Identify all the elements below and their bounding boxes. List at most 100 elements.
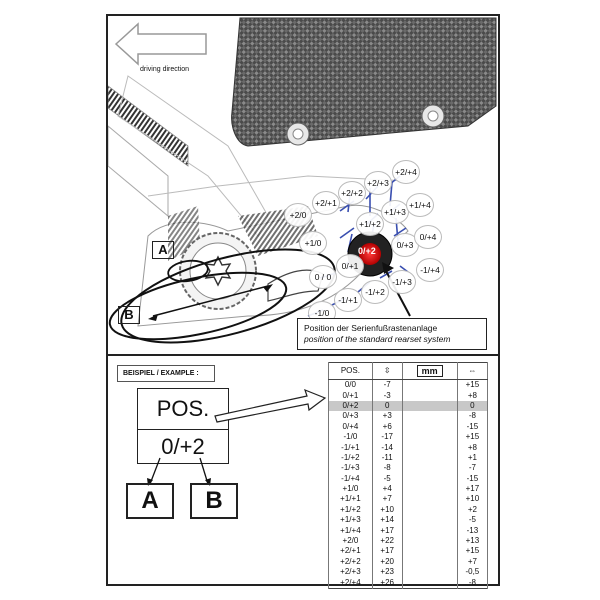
cell-position: 0/0 — [328, 379, 373, 391]
table-row: +1/+1+7+10 — [328, 494, 489, 505]
label-a: A — [152, 241, 174, 259]
cell-position: 0/+4 — [328, 421, 373, 432]
cell-vertical: +22 — [371, 535, 403, 547]
cell-vertical: 0 — [371, 400, 403, 412]
cell-horizontal: -15 — [456, 473, 489, 484]
table-row: 0/+4+6-15 — [328, 421, 489, 432]
cell-spacer — [402, 463, 458, 474]
center-position-label: 0/+2 — [358, 246, 376, 256]
cell-horizontal: 0 — [456, 400, 489, 412]
cell-spacer — [402, 567, 458, 578]
table-row: 0/+1-3+8 — [328, 390, 489, 401]
caption-box: Position der Serienfußrastenanlage posit… — [297, 318, 487, 350]
cell-vertical: -5 — [371, 473, 403, 484]
cell-spacer — [402, 421, 458, 432]
cell-position: +1/+1 — [328, 494, 373, 505]
table-row: 0/0-7+15 — [328, 379, 489, 391]
cell-horizontal: -0,5 — [456, 567, 489, 578]
cell-vertical: +7 — [371, 494, 403, 505]
example-pos-label: POS. — [138, 389, 228, 430]
table-row: +2/+3+23-0,5 — [328, 567, 489, 578]
cell-spacer — [402, 442, 458, 453]
table-row: +1/+4+17 -13 — [328, 525, 489, 536]
table-row: -1/+4-5 -15 — [328, 473, 489, 484]
table-row: +1/0+4+17 — [328, 483, 489, 495]
cell-spacer — [402, 390, 458, 401]
cell-vertical: +3 — [371, 411, 403, 422]
table-row: +2/0+22 +13 — [328, 535, 489, 547]
cell-horizontal: -13 — [456, 525, 489, 536]
cell-horizontal: -7 — [456, 463, 489, 474]
cell-vertical: +10 — [371, 504, 403, 516]
cell-position: -1/0 — [328, 431, 373, 443]
cell-horizontal: +7 — [456, 556, 489, 568]
cell-position: -1/+4 — [328, 473, 373, 484]
cell-position: -1/+3 — [328, 463, 373, 474]
cell-horizontal: +2 — [456, 504, 489, 516]
cell-position: +1/+4 — [328, 525, 373, 536]
caption-english: position of the standard rearset system — [304, 334, 451, 344]
position-circle: 0/+4 — [414, 225, 442, 249]
cell-position: +2/+4 — [328, 577, 373, 589]
cell-spacer — [402, 504, 458, 516]
cell-horizontal: +8 — [456, 390, 489, 401]
cell-vertical: +20 — [371, 556, 403, 568]
cell-position: +2/0 — [328, 535, 373, 547]
cell-horizontal: +8 — [456, 442, 489, 453]
table-row: +2/+1+17+15 — [328, 546, 489, 557]
cell-spacer — [402, 411, 458, 422]
cell-spacer — [402, 473, 458, 484]
position-circle: -1/+3 — [388, 270, 416, 294]
cell-horizontal: +13 — [456, 535, 489, 547]
table-row: +2/+4+26 -8 — [328, 577, 489, 589]
direction-label: driving direction — [140, 66, 190, 73]
cell-spacer — [402, 525, 458, 536]
position-circle: +1/+4 — [406, 193, 434, 217]
position-circle: +1/+3 — [381, 200, 409, 224]
position-circle: -1/+2 — [361, 280, 389, 304]
direction-arrow-icon — [114, 22, 207, 66]
cell-horizontal: -15 — [456, 421, 489, 432]
cell-position: -1/+2 — [328, 452, 373, 464]
cell-position: -1/+1 — [328, 442, 373, 453]
table-row: -1/+2-11+1 — [328, 452, 489, 464]
example-letter-a: A — [126, 483, 174, 519]
cell-spacer — [402, 452, 458, 464]
cell-position: +1/+2 — [328, 504, 373, 516]
cell-horizontal: +15 — [456, 379, 489, 391]
cell-spacer — [402, 494, 458, 505]
cell-spacer — [402, 400, 458, 412]
table-row: +1/+2+10 +2 — [328, 504, 489, 516]
position-circle: +2/+3 — [364, 171, 392, 195]
cell-position: +2/+2 — [328, 556, 373, 568]
cell-vertical: -8 — [371, 463, 403, 474]
cell-horizontal: +15 — [456, 431, 489, 443]
cell-vertical: +17 — [371, 525, 403, 536]
cell-vertical: +4 — [371, 483, 403, 495]
table-row: 0/+3+3-8 — [328, 411, 489, 422]
cell-horizontal: -8 — [456, 411, 489, 422]
cell-horizontal: +15 — [456, 546, 489, 557]
cell-spacer — [402, 483, 458, 495]
position-circle: +2/+4 — [392, 160, 420, 184]
cell-position: +1/+3 — [328, 515, 373, 526]
position-circle: -1/+1 — [334, 288, 362, 312]
position-circle: +1/+2 — [356, 212, 384, 236]
section-divider — [106, 354, 500, 356]
example-pos-box: POS. 0/+2 — [137, 388, 229, 464]
cell-horizontal: -8 — [456, 577, 489, 589]
cell-spacer — [402, 556, 458, 568]
example-title: BEISPIEL / EXAMPLE : — [117, 365, 215, 382]
cell-spacer — [402, 515, 458, 526]
position-circle: +1/0 — [299, 231, 327, 255]
table-row: +1/+3+14-5 — [328, 515, 489, 526]
position-circle: +2/+2 — [338, 181, 366, 205]
header-pos: POS. — [328, 362, 373, 380]
position-circle: 0/+1 — [336, 254, 364, 278]
cell-horizontal: +1 — [456, 452, 489, 464]
cell-vertical: +26 — [371, 577, 403, 589]
caption-german: Position der Serienfußrastenanlage — [304, 323, 438, 333]
position-circle: +2/+1 — [312, 191, 340, 215]
position-circle: +2/0 — [284, 203, 312, 227]
